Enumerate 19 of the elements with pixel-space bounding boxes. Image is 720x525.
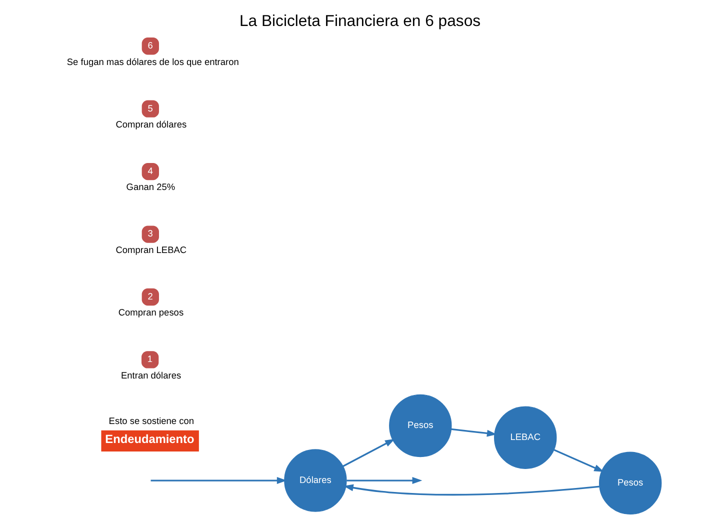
arrow [150, 477, 287, 484]
arrow [451, 428, 497, 437]
arrow [346, 477, 422, 484]
arrow [343, 484, 600, 496]
node-label: Entran dólares [121, 370, 182, 380]
node-label: Compran pesos [118, 308, 184, 318]
node-label: Compran LEBAC [116, 244, 187, 255]
node-circle: LEBAC [494, 406, 557, 469]
arrow [342, 438, 395, 467]
arrow [554, 449, 604, 472]
node-label: Ganan 25% [126, 182, 176, 192]
node-label: Compran dólares [116, 119, 187, 130]
node-label: Esto se sostiene con [108, 416, 194, 426]
node-circle: Dólares [284, 449, 347, 512]
diagram-title: La Bicicleta Financiera en 6 pasos [239, 13, 481, 30]
node-circle: Pesos [598, 452, 662, 515]
node-box: Endeudamiento [101, 430, 199, 452]
node-label: Se fugan mas dólares de los que entraron [66, 56, 239, 67]
node-circle: Pesos [389, 394, 452, 458]
